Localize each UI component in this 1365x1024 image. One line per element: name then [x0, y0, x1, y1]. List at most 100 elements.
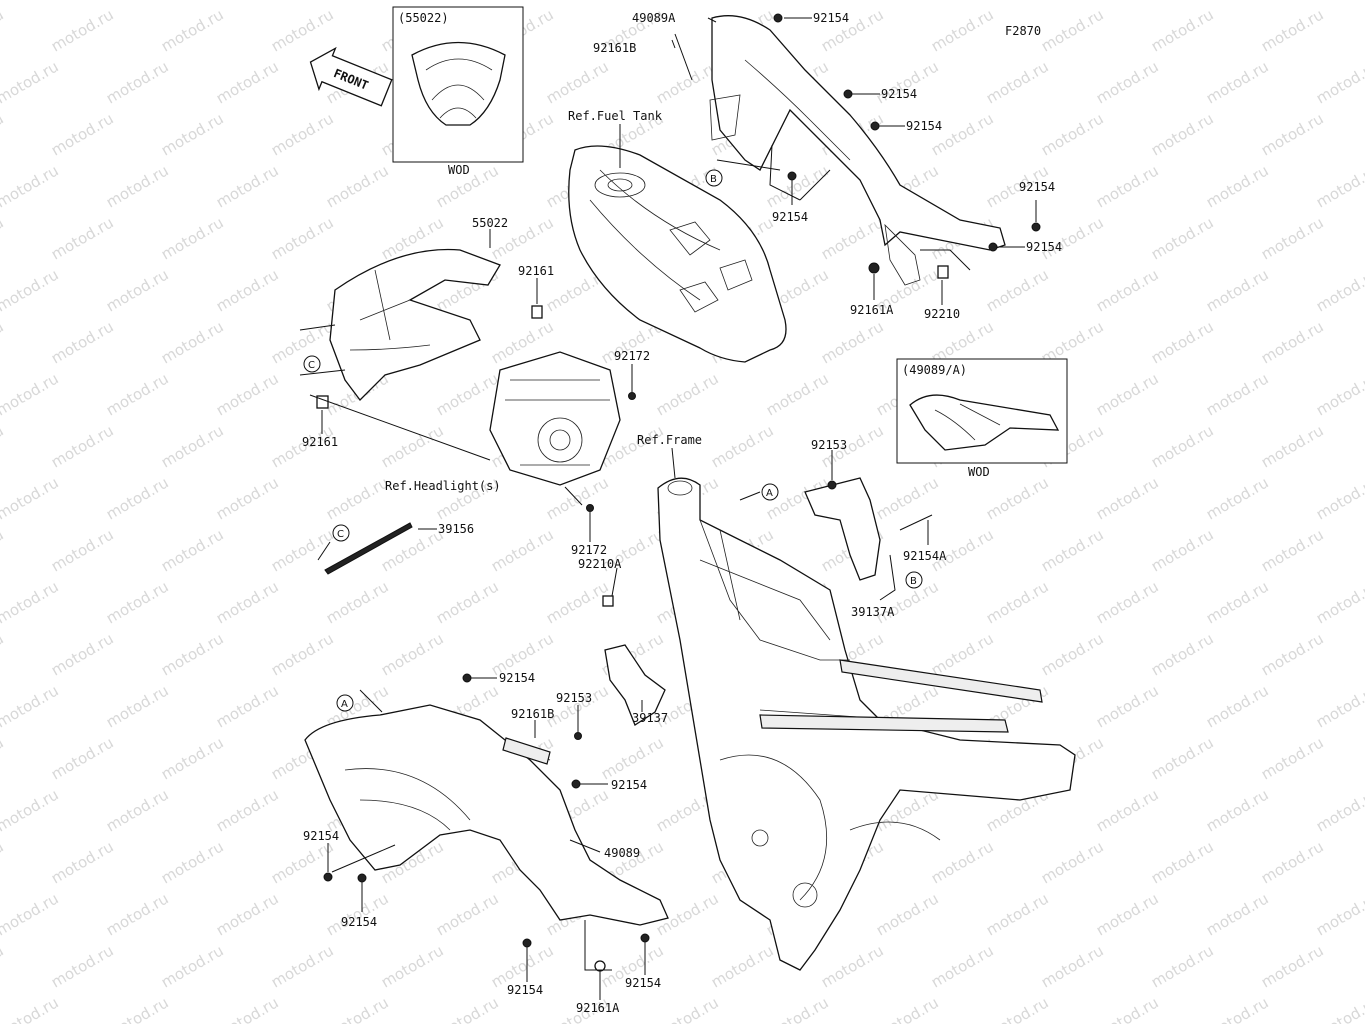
watermark-text: motod.ru — [1148, 733, 1217, 783]
watermark-text: motod.ru — [433, 577, 502, 627]
watermark-text: motod.ru — [103, 0, 172, 3]
watermark-text: motod.ru — [1258, 109, 1327, 159]
label-92154-a: 92154 — [813, 11, 849, 25]
watermark-text: motod.ru — [103, 369, 172, 419]
watermark-text: motod.ru — [763, 993, 832, 1024]
watermark-text: motod.ru — [928, 941, 997, 991]
watermark-text: motod.ru — [0, 109, 7, 159]
watermark-text: motod.ru — [213, 265, 282, 315]
callout-a-upper-letter: A — [766, 488, 773, 499]
watermark-text: motod.ru — [268, 629, 337, 679]
watermark-text: motod.ru — [0, 57, 62, 107]
watermark-text: motod.ru — [103, 577, 172, 627]
watermark-text: motod.ru — [48, 941, 117, 991]
damper-92161-a — [531, 305, 543, 319]
label-92161b-lower: 92161B — [511, 707, 554, 721]
watermark-text: motod.ru — [543, 0, 612, 3]
watermark-text: motod.ru — [103, 57, 172, 107]
label-92154-b: 92154 — [881, 87, 917, 101]
fasteners — [316, 13, 1041, 972]
bolt-92154a — [899, 514, 933, 531]
watermark-text: motod.ru — [1258, 733, 1327, 783]
watermark-text: motod.ru — [158, 109, 227, 159]
watermark-text: motod.ru — [1038, 525, 1107, 575]
front-arrow: FRONT — [309, 46, 393, 107]
watermark-text: motod.ru — [158, 837, 227, 887]
watermark-text: motod.ru — [48, 525, 117, 575]
watermark-text: motod.ru — [543, 57, 612, 107]
watermark-text: motod.ru — [323, 473, 392, 523]
watermark-text: motod.ru — [1038, 5, 1107, 55]
bolt-92154-f — [988, 242, 998, 252]
front-cowl-55022 — [329, 248, 501, 401]
watermark-text: motod.ru — [1093, 993, 1162, 1024]
watermark-text: motod.ru — [653, 0, 722, 3]
label-92154-c: 92154 — [906, 119, 942, 133]
watermark-text: motod.ru — [1093, 0, 1162, 3]
watermark-text: motod.ru — [1093, 681, 1162, 731]
bolt-92154-l — [640, 933, 650, 943]
watermark-text: motod.ru — [983, 993, 1052, 1024]
watermark-text: motod.ru — [323, 993, 392, 1024]
watermark-text: motod.ru — [818, 941, 887, 991]
figure-code: F2870 — [1005, 24, 1041, 38]
watermark-text: motod.ru — [1258, 5, 1327, 55]
ref-headlight: Ref.Headlight(s) — [385, 479, 501, 493]
label-92154-i: 92154 — [303, 829, 339, 843]
watermark-text: motod.ru — [1148, 941, 1217, 991]
watermark-text: motod.ru — [268, 109, 337, 159]
watermark-text: motod.ru — [103, 681, 172, 731]
watermark-text: motod.ru — [1203, 161, 1272, 211]
bolt-92154-j — [357, 873, 367, 883]
watermark-text: motod.ru — [1313, 265, 1365, 315]
bracket-39137 — [604, 644, 666, 726]
watermark-text: motod.ru — [0, 681, 62, 731]
callout-b-lower: B — [905, 571, 923, 589]
watermark-text: motod.ru — [1203, 785, 1272, 835]
watermark-text: motod.ru — [268, 213, 337, 263]
pin-92161b — [674, 33, 693, 81]
watermark-text: motod.ru — [873, 473, 942, 523]
bolt-92154-h — [571, 779, 581, 789]
watermark-text: motod.ru — [983, 473, 1052, 523]
bolt-92154-i — [323, 872, 333, 882]
watermark-text: motod.ru — [433, 369, 502, 419]
watermark-text: motod.ru — [158, 941, 227, 991]
label-92161-lower: 92161 — [302, 435, 338, 449]
watermark-text: motod.ru — [0, 889, 62, 939]
bolt-92153 — [574, 732, 582, 740]
watermark-text: motod.ru — [1258, 941, 1327, 991]
watermark-text: motod.ru — [1148, 109, 1217, 159]
watermark-text: motod.ru — [488, 525, 557, 575]
watermark-text: motod.ru — [818, 213, 887, 263]
watermark-text: motod.ru — [213, 57, 282, 107]
bolt-92154-a — [773, 13, 783, 23]
label-39137: 39137 — [632, 711, 668, 725]
watermark-text: motod.ru — [928, 629, 997, 679]
watermark-text: motod.ru — [323, 577, 392, 627]
watermark-text: motod.ru — [158, 525, 227, 575]
watermark-text: motod.ru — [1038, 941, 1107, 991]
watermark-text: motod.ru — [1093, 889, 1162, 939]
ref-frame: Ref.Frame — [637, 433, 702, 447]
watermark-text: motod.ru — [1313, 577, 1365, 627]
label-92154-l: 92154 — [625, 976, 661, 990]
watermark-text: motod.ru — [48, 837, 117, 887]
watermark-text: motod.ru — [983, 577, 1052, 627]
label-92172-lower: 92172 — [571, 543, 607, 557]
label-49089: 49089 — [604, 846, 640, 860]
watermark-text: motod.ru — [158, 317, 227, 367]
watermark-text: motod.ru — [1038, 837, 1107, 887]
label-39156: 39156 — [438, 522, 474, 536]
watermark-text: motod.ru — [0, 265, 62, 315]
label-92161b-upper: 92161B — [593, 41, 636, 55]
watermark-text: motod.ru — [873, 993, 942, 1024]
label-92154-f: 92154 — [1026, 240, 1062, 254]
watermark-text: motod.ru — [1258, 525, 1327, 575]
strip-39156 — [324, 522, 413, 575]
watermark-text: motod.ru — [213, 369, 282, 419]
label-92154a: 92154A — [903, 549, 947, 563]
bracket-39137a — [804, 477, 881, 581]
watermark-text: motod.ru — [48, 629, 117, 679]
